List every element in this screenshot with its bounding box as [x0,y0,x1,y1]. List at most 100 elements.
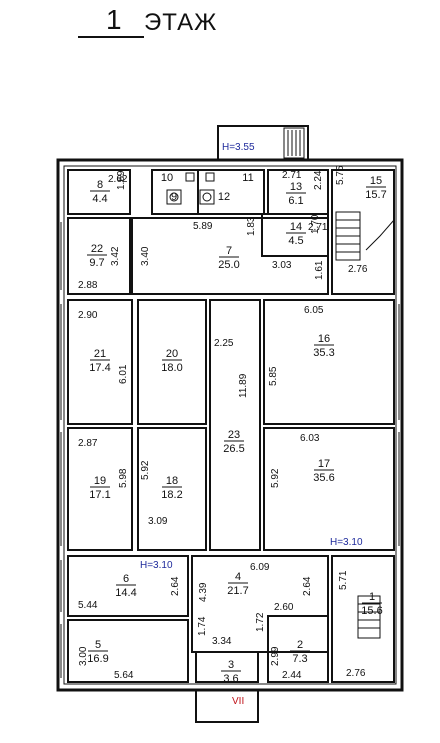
floor-title: 1 ЭТАЖ [78,4,258,38]
dimension-label: 2.62 [108,174,128,185]
outer-wall [56,158,404,692]
dimension-label: 5.92 [270,468,281,488]
dimension-label: 1.74 [197,616,208,636]
room-area: 25.0 [218,259,239,271]
dimension-label: 5.98 [118,468,129,488]
inner-stairs [335,211,395,639]
title-underline [78,36,144,38]
fraction-lines [87,186,386,672]
dimension-label: 2.25 [214,338,234,349]
dimension-label: 11.89 [238,373,249,398]
exit-label: VII [232,696,244,707]
room-area: 15.6 [361,605,382,617]
room-number: 19 [94,475,106,487]
room-number: 23 [228,429,240,441]
dimension-label: 2.88 [78,280,98,291]
dimension-label: 6.05 [304,305,324,316]
interior-walls [67,169,395,683]
room-number: 9 [171,191,177,203]
dimension-label: 2.87 [78,438,98,449]
dimension-label: 1.72 [255,612,266,632]
dimension-label: 2.64 [170,576,181,596]
room-number: 20 [166,348,178,360]
room-number: 2 [297,639,303,651]
outer-walls [56,125,404,723]
room-area: 26.5 [223,443,244,455]
room-number: 12 [218,191,230,203]
room-number: 16 [318,333,330,345]
room-number: 13 [290,181,302,193]
room-number: 22 [91,243,103,255]
room-number: 10 [161,172,173,184]
room-area: 4.5 [288,235,303,247]
room-area: 4.4 [92,193,107,205]
room-number: 8 [97,179,103,191]
dimension-label: 6.01 [118,364,129,384]
room-number: 17 [318,458,330,470]
dimension-label: 6.09 [250,562,270,573]
dimension-label: 2.71 [282,170,302,181]
room-area: 17.1 [89,489,110,501]
floor-number: 1 [106,4,122,35]
dimension-label: 5.75 [335,165,346,185]
dimension-label: 2.71 [308,222,328,233]
dimension-label: 3.00 [78,646,89,666]
room-area: 6.1 [288,195,303,207]
room-area: 15.7 [365,189,386,201]
room-area: 7.3 [292,653,307,665]
dimension-label: 3.34 [212,636,232,647]
room-number: 21 [94,348,106,360]
room-number: 7 [226,245,232,257]
room-area: 16.9 [87,653,108,665]
dimension-label: 2.99 [270,646,281,666]
dimension-label: 5.85 [268,366,279,386]
inner-wall-line [63,165,397,685]
room-area: 35.3 [313,347,334,359]
dimension-label: 3.42 [110,246,121,266]
dimension-label: 4.39 [198,582,209,602]
dimension-label: 2.76 [346,668,366,679]
dimension-label: 2.76 [348,264,368,275]
room-number: 5 [95,639,101,651]
bottom-porch [195,690,259,723]
windows [60,222,400,678]
height-left: H=3.10 [140,560,173,571]
dimension-label: 6.03 [300,433,320,444]
room-area: 18.0 [161,362,182,374]
dimension-label: 3.03 [272,260,292,271]
dimension-label: 2.44 [282,670,302,681]
dimension-label: 5.64 [114,670,134,681]
dimension-label: 1.70 [310,214,321,234]
room-number: 18 [166,475,178,487]
dimension-label: 5.89 [193,221,213,232]
room-number: 14 [290,221,302,233]
room-labels: 1 15.6 2 7.3 3 3.6 4 21.7 5 16.9 6 14.4 7 25.0 8 4.4 9 10… [87,172,386,685]
room-number: 1 [369,591,375,603]
dimension-label: 2.90 [78,310,98,321]
dimension-label: 3.40 [140,246,151,266]
floor-word: ЭТАЖ [144,9,218,36]
dimension-label: 2.64 [302,576,313,596]
dimension-label: 5.44 [78,600,98,611]
dimension-label: 2.24 [313,170,324,190]
room-area: 17.4 [89,362,110,374]
dimension-label: 2.60 [274,602,294,613]
dimension-label: 1.83 [246,216,257,236]
room-area: 14.4 [115,587,136,599]
height-top: H=3.55 [222,142,255,153]
sanitary-fixtures [166,172,215,205]
dimension-label: 5.92 [140,460,151,480]
room-area: 35.6 [313,472,334,484]
room-area: 21.7 [227,585,248,597]
porch-stairs [283,127,305,159]
room-area: 18.2 [161,489,182,501]
room-number: 11 [242,172,253,184]
dimension-label: 1.61 [314,260,325,280]
room-number: 6 [123,573,129,585]
room-number: 4 [235,571,241,583]
dimension-label: 3.09 [148,516,168,527]
room-area: 3.6 [223,673,238,685]
room-number: 3 [228,659,234,671]
top-porch [217,125,309,160]
